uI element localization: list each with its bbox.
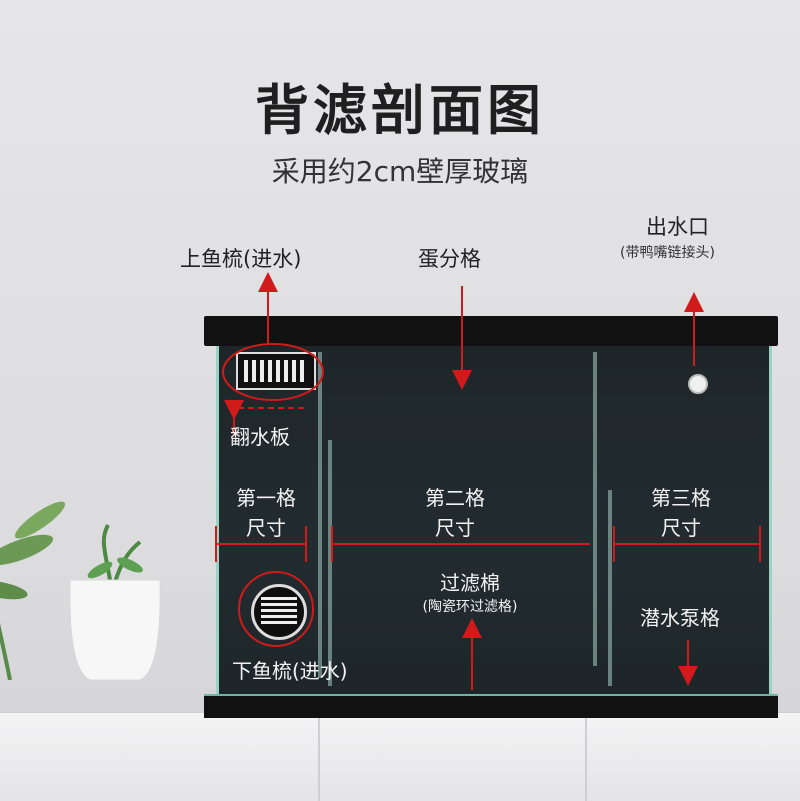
top-comb-icon bbox=[236, 352, 316, 390]
outlet-icon bbox=[688, 374, 708, 394]
grid3-size: 尺寸 bbox=[661, 516, 701, 540]
bottom-comb-highlight bbox=[238, 571, 314, 647]
grid1-label: 第一格 尺寸 bbox=[228, 483, 304, 543]
grid1-size: 尺寸 bbox=[246, 516, 286, 540]
pump-grid-label: 潜水泵格 bbox=[640, 606, 720, 630]
tank-glass bbox=[216, 346, 772, 698]
tank-base bbox=[204, 694, 778, 718]
filter-cotton-note: (陶瓷环过滤格) bbox=[422, 599, 518, 615]
outlet-label: 出水口 bbox=[646, 215, 709, 239]
grid3-label: 第三格 尺寸 bbox=[636, 483, 726, 543]
filter-cotton-label: 过滤棉 (陶瓷环过滤格) bbox=[410, 568, 530, 616]
bottom-comb-icon bbox=[251, 584, 307, 640]
outlet-note: (带鸭嘴链接头) bbox=[620, 245, 715, 261]
divider-grid2 bbox=[593, 352, 597, 666]
filter-plate bbox=[328, 440, 332, 686]
grid2-size: 尺寸 bbox=[435, 516, 475, 540]
divider-grid1 bbox=[318, 352, 322, 678]
flip-plate-label: 翻水板 bbox=[230, 425, 290, 449]
potted-succulent bbox=[60, 520, 170, 694]
cabinet-seam bbox=[585, 713, 587, 801]
page-subtitle: 采用约2cm壁厚玻璃 bbox=[271, 155, 529, 188]
tank-lid bbox=[204, 316, 778, 346]
countertop bbox=[0, 712, 800, 801]
grid3-name: 第三格 bbox=[651, 486, 711, 510]
top-comb-label: 上鱼梳(进水) bbox=[180, 247, 302, 271]
top-comb-highlight bbox=[222, 343, 324, 401]
egg-grid-label: 蛋分格 bbox=[418, 247, 481, 271]
grid2-label: 第二格 尺寸 bbox=[410, 483, 500, 543]
grid1-name: 第一格 bbox=[236, 486, 296, 510]
page-title: 背滤剖面图 bbox=[255, 79, 545, 142]
bottom-comb-label: 下鱼梳(进水) bbox=[232, 659, 348, 683]
divider-grid3 bbox=[608, 490, 612, 686]
filter-cotton-name: 过滤棉 bbox=[440, 571, 500, 595]
aquarium-tank bbox=[204, 316, 778, 718]
plant-left bbox=[0, 480, 80, 684]
cabinet-seam bbox=[318, 713, 320, 801]
grid2-name: 第二格 bbox=[425, 486, 485, 510]
